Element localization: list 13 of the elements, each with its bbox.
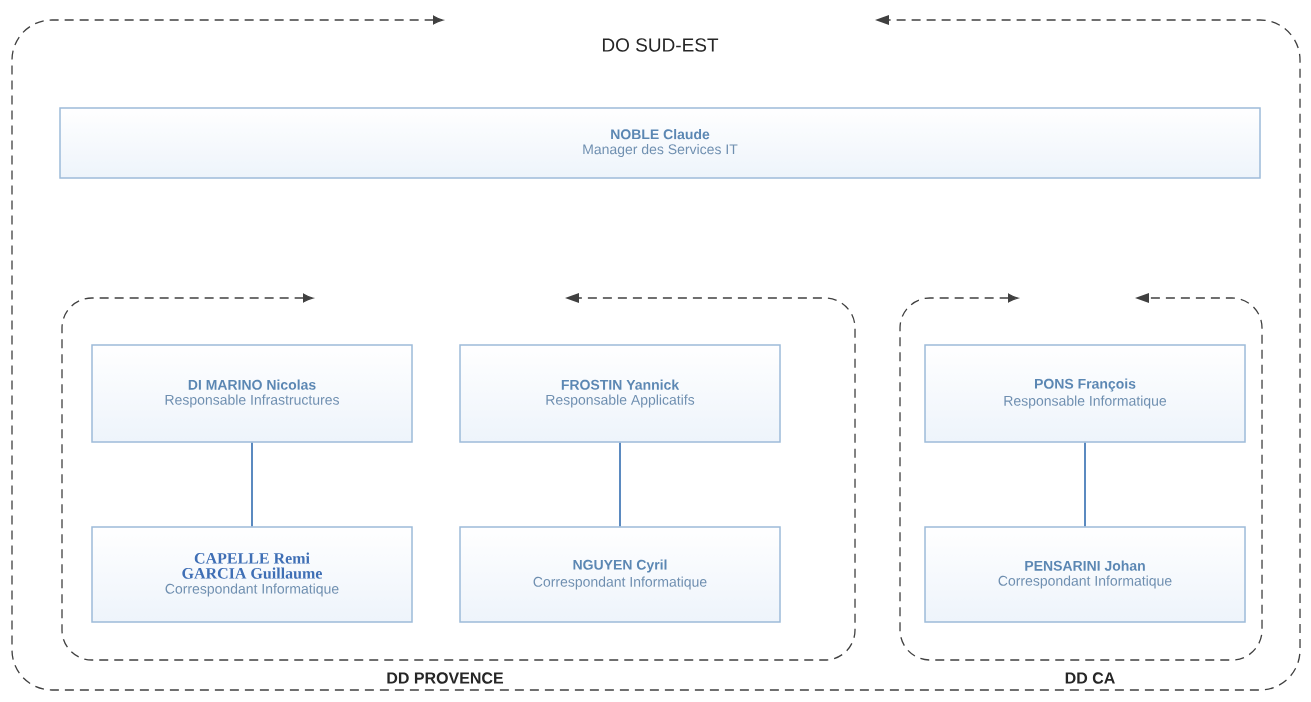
connector-line [619,441,621,528]
person-box: PONS François Responsable Informatique [924,344,1246,443]
group-label: DD PROVENCE [387,672,503,684]
person-box: CAPELLE Remi GARCIA Guillaume Correspondant Informatique [91,526,413,623]
person-box: PENSARINI Johan Correspondant Informatique [924,526,1246,623]
person-box: NOBLE Claude Manager des Services IT [59,107,1261,179]
group-title: DO SUD-EST [602,38,719,52]
connector-line [1084,441,1086,528]
person-box: DI MARINO Nicolas Responsable Infrastructures [91,344,413,443]
person-box: NGUYEN Cyril Correspondant Informatique [459,526,781,623]
connector-line [251,441,253,528]
person-box: FROSTIN Yannick Responsable Applicatifs [459,344,781,443]
group-label: DD CA [1065,672,1115,684]
